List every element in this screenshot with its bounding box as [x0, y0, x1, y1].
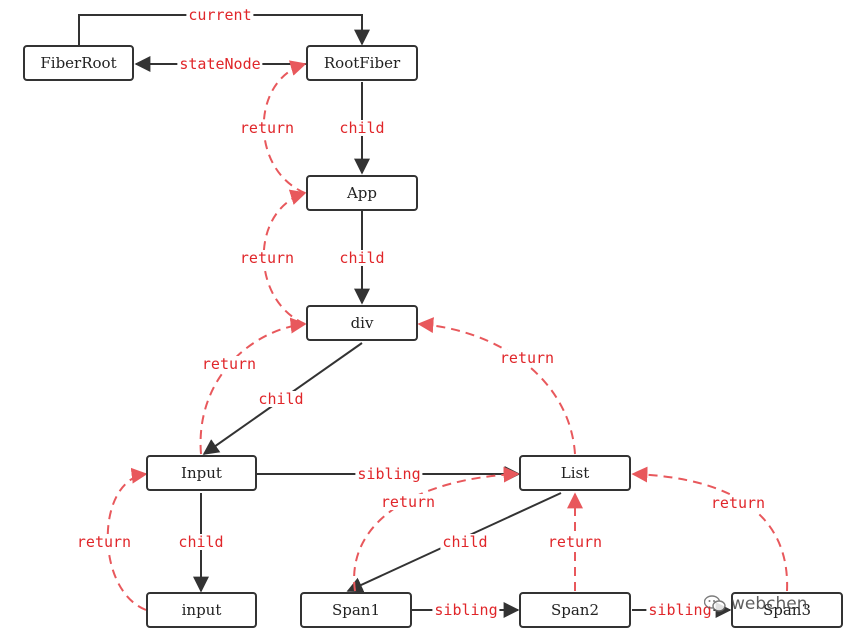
- label-return-list-div: return: [497, 349, 557, 367]
- label-return-app-rootfiber: return: [237, 119, 297, 137]
- label-child-rootfiber-app: child: [337, 119, 387, 137]
- label-child-list-span1: child: [440, 533, 490, 551]
- watermark: webchen: [704, 594, 808, 614]
- edge-return-div-app: [262, 189, 307, 325]
- edge-return-input-div: [199, 317, 307, 455]
- label-return-input-div: return: [199, 355, 259, 373]
- label-return-div-app: return: [237, 249, 297, 267]
- label-return-span3-list: return: [708, 494, 768, 512]
- node-span1: Span1: [300, 592, 412, 628]
- label-child-input-input: child: [176, 533, 226, 551]
- label-child-div-input: child: [256, 390, 306, 408]
- label-sibling-input-list: sibling: [355, 465, 423, 483]
- node-app: App: [306, 175, 418, 211]
- edge-return-span1-list: [353, 466, 520, 592]
- node-span2: Span2: [519, 592, 631, 628]
- label-child-app-div: child: [337, 249, 387, 267]
- edge-return-span3-list: [631, 466, 789, 592]
- node-fiberroot: FiberRoot: [23, 45, 134, 81]
- node-rootfiber: RootFiber: [306, 45, 418, 81]
- label-return-input-el: return: [74, 533, 134, 551]
- node-span3: Span3: [731, 592, 843, 628]
- label-return-span2-list: return: [545, 533, 605, 551]
- node-input-element: input: [146, 592, 257, 628]
- edge-return-list-div: [417, 317, 576, 455]
- label-sibling-span2-span3: sibling: [646, 601, 714, 619]
- watermark-text: webchen: [731, 594, 808, 614]
- label-current: current: [186, 6, 254, 24]
- label-statenode: stateNode: [177, 55, 263, 73]
- node-div: div: [306, 305, 418, 341]
- wechat-icon: [704, 595, 726, 612]
- label-return-span1-list: return: [378, 493, 438, 511]
- label-sibling-span1-span2: sibling: [432, 601, 500, 619]
- node-list: List: [519, 455, 631, 491]
- node-input-component: Input: [146, 455, 257, 491]
- edge-return-input-el: [106, 467, 148, 611]
